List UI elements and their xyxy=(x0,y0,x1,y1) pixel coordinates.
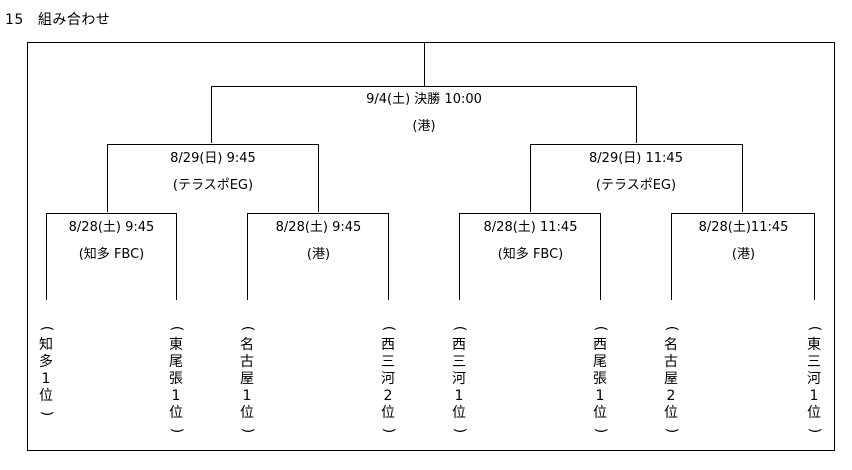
quarter-3-date: 8/28(土) 11:45 xyxy=(483,220,578,235)
team-name-char: ) xyxy=(239,427,256,434)
team-name-char: 1 xyxy=(809,388,819,404)
quarter-4-label: 8/28(土)11:45 (港) xyxy=(672,214,815,268)
quarter-3-venue: (知多 FBC) xyxy=(497,247,564,262)
team-name-char: 位 xyxy=(593,405,607,421)
team-name-char: ) xyxy=(663,427,680,434)
team-name-char: 位 xyxy=(452,405,466,421)
team-name-char: ) xyxy=(380,427,397,434)
quarter-4-date: 8/28(土)11:45 xyxy=(698,220,789,235)
team-name-char: ) xyxy=(38,410,55,417)
team-name-char: 屋 xyxy=(240,371,254,387)
quarter-2-venue: (港) xyxy=(306,247,331,262)
team-name-char: ( xyxy=(239,325,256,332)
semi-right-date: 8/29(日) 11:45 xyxy=(589,151,683,166)
team-name-char: 位 xyxy=(39,388,53,404)
team-name-char: 多 xyxy=(39,354,53,370)
team-name-char: 屋 xyxy=(664,371,678,387)
team-name-char: 東 xyxy=(807,337,821,353)
team-name-char: 1 xyxy=(595,388,605,404)
team-name-char: 東 xyxy=(169,337,183,353)
final-date: 9/4(土) 決勝 10:00 xyxy=(366,92,482,107)
team-name-char: 西 xyxy=(452,337,466,353)
team-name-char: 1 xyxy=(171,388,181,404)
section-heading: 15 組み合わせ xyxy=(5,9,110,29)
team-name-char: ) xyxy=(168,427,185,434)
team-name-char: ( xyxy=(38,325,55,332)
team-name-char: 西 xyxy=(593,337,607,353)
final-venue: (港) xyxy=(412,119,436,134)
semi-left-bracket xyxy=(107,144,319,212)
team-name-char: 位 xyxy=(381,405,395,421)
final-match-label: 9/4(土) 決勝 10:00 (港) xyxy=(324,86,524,140)
team-name-char: ( xyxy=(806,325,823,332)
team-name-char: ( xyxy=(592,325,609,332)
quarter-4-venue: (港) xyxy=(731,247,756,262)
team-name-char: 張 xyxy=(169,371,183,387)
quarter-1-label: 8/28(土) 9:45 (知多 FBC) xyxy=(46,214,177,268)
section-number: 15 xyxy=(5,12,24,28)
final-bracket xyxy=(211,86,637,143)
semi-left-label: 8/29(日) 9:45 (テラスポEG) xyxy=(113,145,313,199)
team-name-char: 張 xyxy=(593,371,607,387)
quarter-4-bracket xyxy=(671,213,815,300)
quarter-2-date: 8/28(土) 9:45 xyxy=(275,220,362,235)
team-name-char: ( xyxy=(380,325,397,332)
quarter-1-bracket xyxy=(46,213,177,300)
quarter-1-venue: (知多 FBC) xyxy=(78,247,145,262)
team-name-char: 1 xyxy=(454,388,464,404)
team-name-char: 河 xyxy=(807,371,821,387)
team-name-char: 知 xyxy=(39,337,53,353)
team-name-char: ( xyxy=(451,325,468,332)
team-name-char: 尾 xyxy=(593,354,607,370)
team-name-char: 河 xyxy=(452,371,466,387)
team-name-char: 古 xyxy=(664,354,678,370)
team-name-char: 三 xyxy=(381,354,395,370)
team-name-char: 名 xyxy=(664,337,678,353)
team-name-char: 位 xyxy=(240,405,254,421)
team-name-char: 1 xyxy=(242,388,252,404)
team-name-char: 2 xyxy=(666,388,676,404)
team-name-char: ( xyxy=(168,325,185,332)
bracket-frame xyxy=(27,42,835,451)
team-name-char: 河 xyxy=(381,371,395,387)
semi-right-venue: (テラスポEG) xyxy=(595,178,677,193)
semi-left-venue: (テラスポEG) xyxy=(172,178,254,193)
team-name-char: 1 xyxy=(41,371,51,387)
quarter-2-bracket xyxy=(247,213,389,300)
team-name-char: 位 xyxy=(664,405,678,421)
quarter-3-bracket xyxy=(459,213,601,300)
team-name-char: 古 xyxy=(240,354,254,370)
team-name-char: ) xyxy=(806,427,823,434)
team-name-char: 位 xyxy=(169,405,183,421)
semi-right-label: 8/29(日) 11:45 (テラスポEG) xyxy=(536,145,736,199)
team-name-char: ) xyxy=(592,427,609,434)
team-name-char: 三 xyxy=(452,354,466,370)
team-name-char: 西 xyxy=(381,337,395,353)
team-name-char: 尾 xyxy=(169,354,183,370)
quarter-1-date: 8/28(土) 9:45 xyxy=(68,220,155,235)
semi-left-date: 8/29(日) 9:45 xyxy=(170,151,256,166)
quarter-3-label: 8/28(土) 11:45 (知多 FBC) xyxy=(460,214,601,268)
team-name-char: ) xyxy=(451,427,468,434)
team-name-char: 位 xyxy=(807,405,821,421)
section-title: 組み合わせ xyxy=(37,12,111,28)
team-name-char: 名 xyxy=(240,337,254,353)
semi-right-bracket xyxy=(530,144,743,212)
quarter-2-label: 8/28(土) 9:45 (港) xyxy=(248,214,389,268)
team-name-char: 2 xyxy=(383,388,393,404)
team-name-char: 三 xyxy=(807,354,821,370)
team-name-char: ( xyxy=(663,325,680,332)
